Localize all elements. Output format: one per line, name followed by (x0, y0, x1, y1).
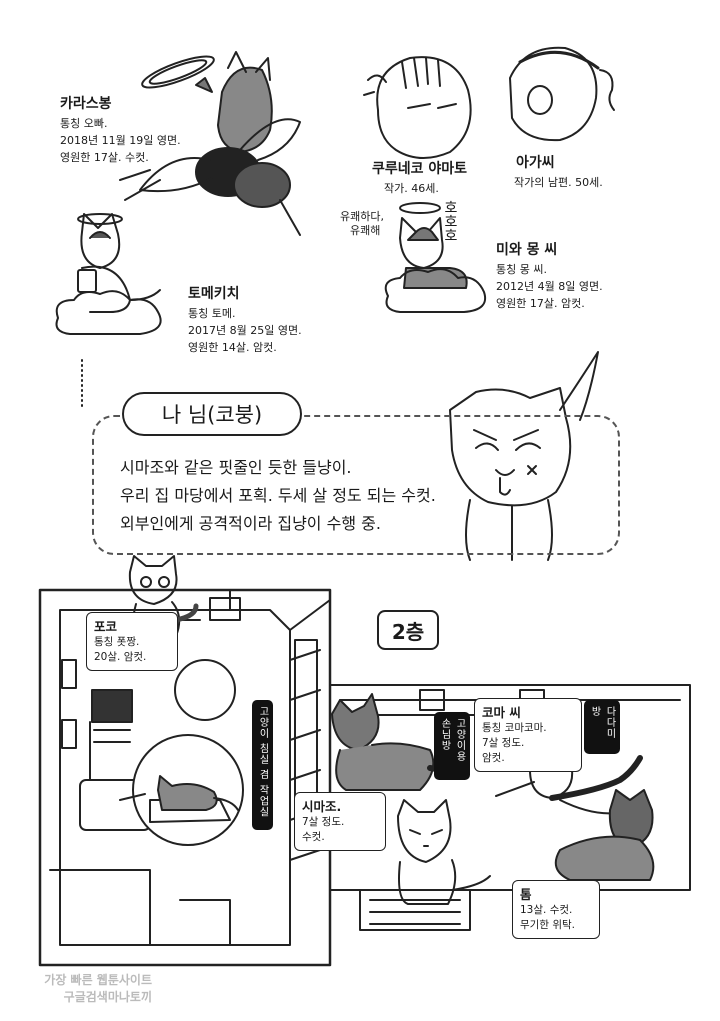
bedroom-tag: 고양이 침실 겸 작업실 (252, 700, 273, 830)
shimazo-cat-drawing (331, 693, 465, 791)
tom-label: 톰 13살. 수컷. 무기한 위탁. (512, 880, 600, 939)
koma-label: 코마 씨 통칭 코마코마. 7살 정도. 암컷. (474, 698, 582, 772)
cheerful-scribble: 유쾌하다, 유쾌해 (340, 210, 384, 237)
site-watermark: 가장 빠른 웹툰사이트 구글검색마나토끼 (44, 973, 152, 1004)
shimazo-label: 시마조. 7살 정도. 수컷. (294, 792, 386, 851)
kurunekoyamato-desc: 작가. 46세. (384, 182, 439, 195)
nanim-title: 나 님(코붕) (122, 392, 302, 436)
tomekichi-cat-drawing (55, 213, 162, 335)
bedroom-cat-inset (132, 734, 244, 846)
floorplan-nanim-drawing (397, 799, 491, 905)
nanim-intro-text: 시마조와 같은 핏줄인 듯한 들냥이. 우리 집 마당에서 포획. 두세 살 정… (120, 458, 436, 533)
karasubong-name: 카라스봉 (60, 96, 112, 112)
koma-cat-drawing (495, 751, 643, 815)
guestroom-tag: 고양이용 손님방 (434, 712, 470, 780)
tomekichi-name: 토메키치 (188, 286, 240, 302)
karasubong-desc: 통칭 오빠. 2018년 11월 19일 영면. 영원한 17살. 수컷. (60, 117, 181, 164)
agassi-name: 아가씨 (516, 155, 555, 171)
nanim-cat-drawing (449, 351, 599, 561)
karasubong-cat-drawing (119, 51, 301, 236)
poko-label: 포코 통칭 폿짱. 20살. 암컷. (86, 612, 178, 671)
miwamong-name: 미와 몽 씨 (496, 242, 558, 258)
tatami-tag: 다다미방 (584, 700, 620, 754)
author-face-drawing (363, 56, 472, 159)
tom-cat-drawing (554, 789, 655, 881)
floor-plan-drawing (38, 588, 691, 967)
nanim-intro-box (92, 415, 620, 555)
hohoho-scribble: 호호호 (442, 200, 458, 242)
miwamong-desc: 통칭 몽 씨. 2012년 4월 8일 영면. 영원한 17살. 암컷. (496, 263, 603, 310)
floor-label: 2층 (377, 610, 439, 650)
miwamong-cat-drawing (384, 202, 486, 313)
husband-face-drawing (509, 46, 615, 142)
agassi-desc: 작가의 남편. 50세. (514, 176, 603, 189)
kurunekoyamato-name: 쿠루네코 야마토 (372, 161, 468, 177)
tomekichi-desc: 통칭 토메. 2017년 8월 25일 영면. 영원한 14살. 암컷. (188, 307, 302, 354)
